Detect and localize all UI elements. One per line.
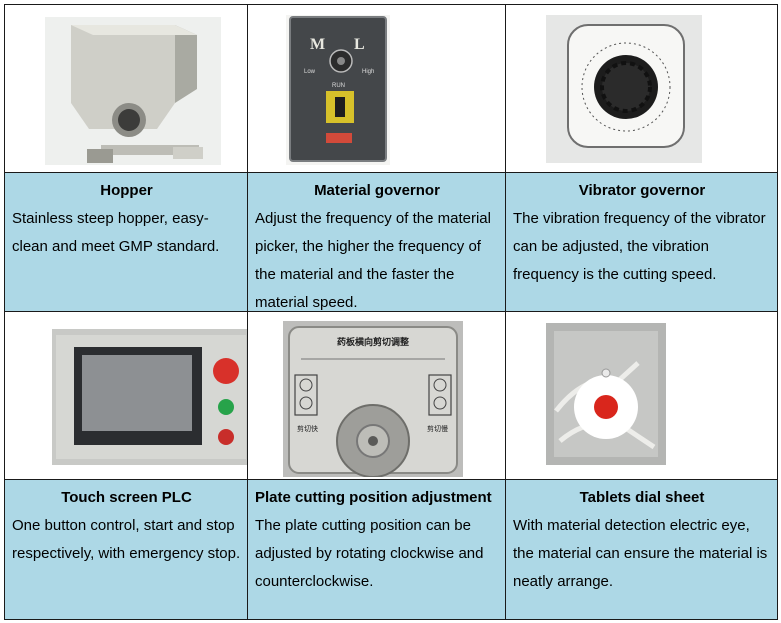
touch-screen-title: Touch screen PLC [61, 489, 192, 506]
governor-photo-cell: M L Low High RUN [248, 5, 505, 172]
material-governor-title: Material governor [314, 182, 440, 199]
row-divider [5, 479, 777, 480]
vibrator-governor-photo [546, 15, 702, 163]
touch-screen-cell: Touch screen PLC One button control, sta… [5, 480, 247, 619]
column-divider [505, 5, 506, 619]
material-governor-photo: M L Low High RUN [286, 15, 390, 165]
panel-label-high: High [362, 69, 374, 75]
panel-heading: 药板横向剪切调整 [337, 336, 409, 347]
plate-cutting-title: Plate cutting position adjustment [255, 489, 492, 506]
plate-cutting-photo: 药板横向剪切调整 剪切快 剪切慢 [283, 321, 463, 477]
column-divider [247, 5, 248, 619]
feature-table: M L Low High RUN Hopper Stainless steep … [4, 4, 778, 620]
plate-cutting-description: The plate cutting position can be adjust… [255, 517, 484, 590]
panel-label-run: RUN [332, 83, 345, 89]
row-divider [5, 311, 777, 312]
hopper-cell: Hopper Stainless steep hopper, easy-clea… [5, 173, 247, 311]
touch-screen-photo [52, 329, 247, 465]
material-governor-description: Adjust the frequency of the material pic… [255, 210, 491, 311]
material-governor-cell: Material governor Adjust the frequency o… [248, 173, 505, 311]
panel-label-m: M [310, 36, 325, 53]
vibrator-governor-title: Vibrator governor [578, 182, 706, 199]
panel-left-label: 剪切快 [297, 424, 318, 433]
vibrator-photo-cell [506, 5, 777, 172]
tablets-dial-cell: Tablets dial sheet With material detecti… [506, 480, 777, 619]
plc-photo-cell [5, 312, 247, 479]
vibrator-governor-description: The vibration frequency of the vibrator … [513, 210, 766, 283]
hopper-photo-cell [5, 5, 247, 172]
vibrator-governor-cell: Vibrator governor The vibration frequenc… [506, 173, 777, 311]
row-divider [5, 172, 777, 173]
tablets-dial-description: With material detection electric eye, th… [513, 517, 768, 590]
panel-right-label: 剪切慢 [427, 424, 448, 433]
cutting-photo-cell: 药板横向剪切调整 剪切快 剪切慢 [248, 312, 505, 479]
tablets-dial-photo [546, 323, 666, 465]
hopper-photo [45, 17, 221, 165]
panel-label-l: L [354, 36, 365, 53]
plate-cutting-cell: Plate cutting position adjustment The pl… [248, 480, 505, 619]
dial-photo-cell [506, 312, 777, 479]
tablets-dial-title: Tablets dial sheet [579, 489, 705, 506]
hopper-description: Stainless steep hopper, easy-clean and m… [12, 210, 220, 255]
touch-screen-description: One button control, start and stop respe… [12, 517, 241, 562]
hopper-title: Hopper [100, 182, 153, 199]
panel-label-low: Low [304, 69, 316, 75]
